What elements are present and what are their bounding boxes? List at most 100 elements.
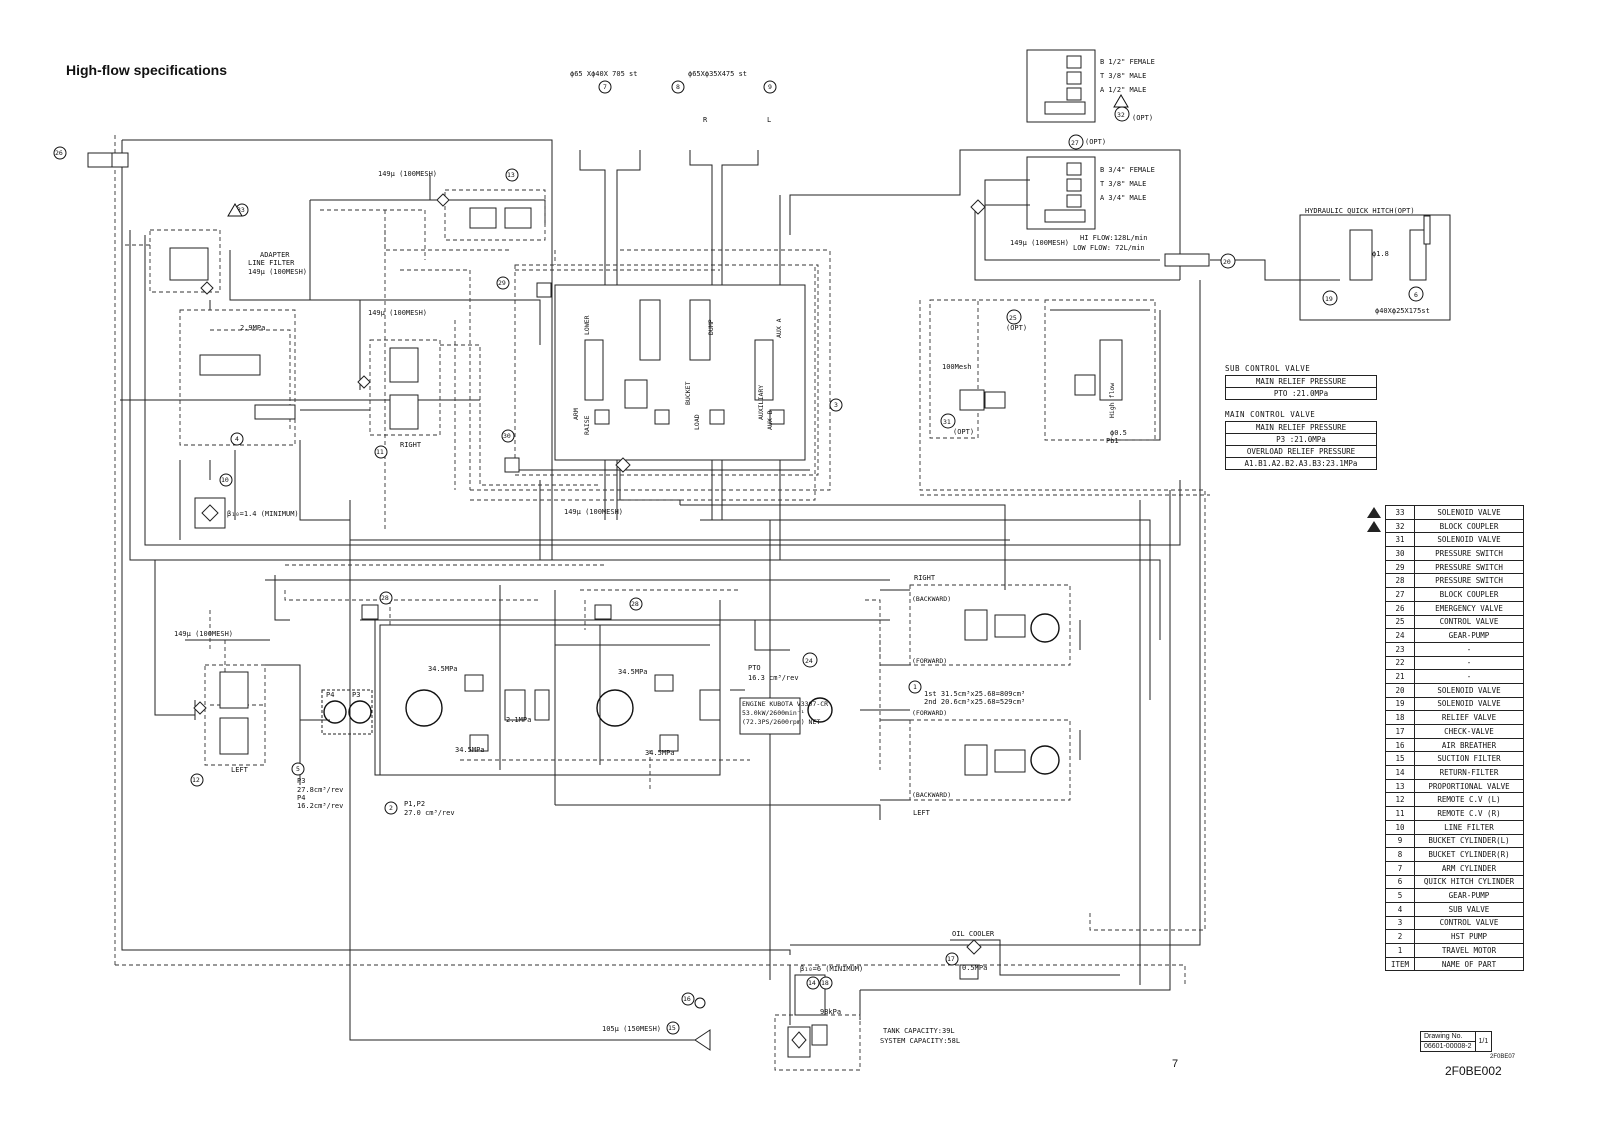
svg-text:7: 7	[603, 83, 607, 91]
part-number: 6	[1385, 874, 1415, 890]
phi-05-label: ϕ0.5	[1110, 429, 1127, 437]
pilot-lines	[114, 135, 1210, 985]
drawing-number-block: Drawing No. 1/1 06601-00008-2	[1420, 1031, 1493, 1052]
part-number: ITEM	[1385, 956, 1415, 972]
part-number: 30	[1385, 546, 1415, 561]
part-number: 9	[1385, 833, 1415, 849]
svg-text:25: 25	[1009, 314, 1017, 322]
part-number: 19	[1385, 696, 1415, 712]
opt-25-label: (OPT)	[1006, 324, 1027, 332]
revision-mark-icon	[1367, 520, 1381, 532]
press-345-d: 34.5MPa	[645, 749, 675, 757]
part-number: 11	[1385, 806, 1415, 821]
part-number: 13	[1385, 778, 1415, 794]
coupler-b-three-quarter: B 3/4" FEMALE	[1100, 166, 1155, 174]
press-05-label: 0.5MPa	[962, 964, 987, 972]
press-345-a: 34.5MPa	[428, 665, 458, 673]
part-number: 29	[1385, 559, 1415, 575]
arm-cylinder-label: ϕ65 Xϕ40X 705 st	[570, 70, 637, 78]
svg-text:11: 11	[376, 448, 384, 456]
part-name: RELIEF VALVE	[1414, 710, 1524, 725]
component-boxes	[87, 49, 1451, 1071]
part-name: CONTROL VALVE	[1414, 915, 1524, 931]
main-control-row4: A1.B1.A2.B2.A3.B3:23.1MPa	[1244, 459, 1358, 468]
svg-text:10: 10	[221, 476, 229, 484]
part-number: 22	[1385, 655, 1415, 671]
left-remote-label: LEFT	[231, 766, 249, 774]
parts-row: 21-	[1385, 669, 1524, 684]
forward-label-left: (FORWARD)	[912, 709, 947, 717]
filter-149-mcv: 149μ (100MESH)	[564, 508, 623, 516]
right-motor-label: RIGHT	[914, 574, 936, 582]
dump-label: DUMP	[707, 319, 715, 335]
main-control-row3: OVERLOAD RELIEF PRESSURE	[1226, 446, 1376, 458]
filter-149-coupler: 149μ (100MESH)	[1010, 239, 1069, 247]
part-number: 33	[1385, 505, 1415, 520]
part-number: 18	[1385, 710, 1415, 725]
press-345-c: 34.5MPa	[455, 746, 485, 754]
part-number: 3	[1385, 915, 1415, 931]
sub-control-title: SUB CONTROL VALVE	[1225, 364, 1311, 373]
part-number: 31	[1385, 532, 1415, 548]
pb1-label: Pb1	[1106, 437, 1119, 445]
svg-text:9: 9	[768, 83, 772, 91]
beta-14-label: β₁₀=1.4 (MINIMUM)	[227, 510, 299, 518]
part-number: 26	[1385, 600, 1415, 616]
svg-text:1: 1	[913, 683, 917, 691]
part-name: AIR BREATHER	[1414, 737, 1524, 753]
p3-label: P3	[297, 777, 305, 785]
motor-1st-label: 1st 31.5cm³x25.68=809cm³	[924, 690, 1025, 698]
part-name: SUB VALVE	[1414, 901, 1524, 917]
svg-text:31: 31	[943, 418, 951, 426]
coupler-a-three-quarter: A 3/4" MALE	[1100, 194, 1146, 202]
motor-2nd-label: 2nd 20.6cm³x25.68=529cm³	[924, 698, 1025, 706]
press-345-b: 34.5MPa	[618, 668, 648, 676]
opt-31-label: (OPT)	[953, 428, 974, 436]
bucket-r-label: R	[703, 116, 708, 124]
svg-text:28: 28	[631, 600, 639, 608]
figure-code: 2F0BE002	[1445, 1064, 1502, 1078]
part-name: -	[1414, 655, 1524, 671]
press-21-label: 2.1MPa	[506, 716, 531, 724]
part-number: 8	[1385, 847, 1415, 862]
part-number: 7	[1385, 860, 1415, 876]
svg-text:33: 33	[237, 206, 245, 214]
part-number: 2	[1385, 929, 1415, 944]
callout-numbers: 26 33 13 7 8 9 29 3 30 4 11 10 32 27 20 …	[53, 80, 1424, 1035]
part-name: -	[1414, 641, 1524, 657]
part-name: ARM CYLINDER	[1414, 860, 1524, 876]
part-number: 28	[1385, 573, 1415, 589]
main-control-spec: MAIN RELIEF PRESSURE P3 :21.0MPa OVERLOA…	[1225, 421, 1377, 470]
auxiliary-label: AUXILIARY	[757, 385, 765, 420]
relief-29-label: 2.9MPa	[240, 324, 265, 332]
p12-label: P1,P2	[404, 800, 425, 808]
backward-label-right: (BACKWARD)	[912, 595, 951, 603]
filter-149-top: 149μ (100MESH)	[378, 170, 437, 178]
high-flow-label: High flow	[1108, 383, 1116, 418]
engine-ps-label: (72.3PS/2600rpm) NET	[742, 718, 820, 726]
part-name: REMOTE C.V (R)	[1414, 806, 1524, 821]
left-motor-label: LEFT	[913, 809, 931, 817]
part-number: 14	[1385, 765, 1415, 780]
svg-text:2: 2	[389, 804, 393, 812]
svg-text:27: 27	[1071, 139, 1079, 147]
beta-6-label: β₁₀=6 (MINIMUM)	[800, 965, 863, 973]
tank-capacity-label: TANK CAPACITY:39L	[883, 1027, 955, 1035]
svg-text:13: 13	[507, 171, 515, 179]
part-name: BUCKET CYLINDER(R)	[1414, 847, 1524, 862]
hitch-title: HYDRAULIC QUICK HITCH(OPT)	[1305, 207, 1415, 215]
